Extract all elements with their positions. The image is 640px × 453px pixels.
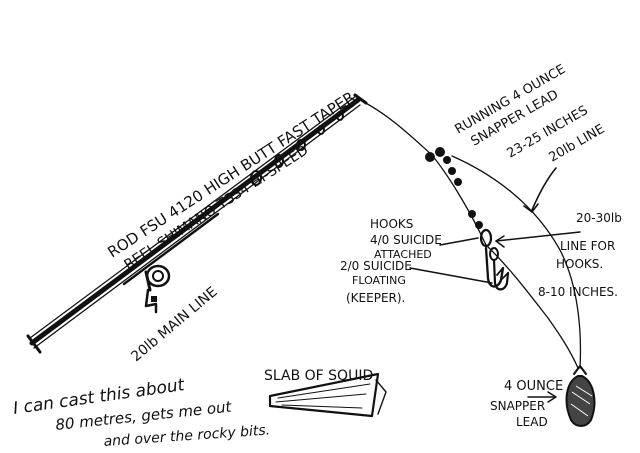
hooks-floating-arrow [409,267,493,284]
leader-line [451,155,582,369]
hooks-note-line-4: FLOATING [352,274,406,287]
hook-line-note: 20-30lb LINE FOR HOOKS. 8-10 INCHES. [538,211,622,299]
main-line-label: 20lb MAIN LINE [128,284,220,365]
swivel-beads [425,147,483,229]
reel-label: REEL SHIMANO TSS4 HI-SPEED [121,142,311,273]
hook-line-note-line-2: LINE FOR [560,239,615,253]
main-line [359,99,579,369]
sinker-arrow-head [547,391,557,403]
lead-note: RUNNING 4 OUNCE SNAPPER LEAD 23-25 INCHE… [453,62,608,165]
lead-arrow [531,167,557,211]
hook-line-note-line-4: 8-10 INCHES. [538,285,618,299]
hook-line-note-line-3: HOOKS. [556,257,603,271]
hooks-note-line-5: (KEEPER). [346,291,405,305]
hooks-note: HOOKS 4/0 SUICIDE ATTACHED 2/0 SUICIDE F… [340,217,442,305]
rod-label: ROD FSU 4120 HIGH BUTT FAST TAPER [104,88,358,261]
hooks-note-line-3: 2/0 SUICIDE [340,259,412,273]
lead-arrow-head [523,203,539,213]
hooks-note-line-2: ATTACHED [374,248,432,261]
sinker-note-line-1: 4 OUNCE [504,379,563,394]
hooks [479,228,510,291]
hooks-note-line-1: 4/0 SUICIDE [370,233,442,247]
sinker-note-line-2: SNAPPER [490,399,545,413]
fishing-rod [26,93,368,354]
hook-line-arrow-head [495,235,505,248]
sinker-note: 4 OUNCE SNAPPER LEAD [490,379,563,429]
cast-note-line-3: and over the rocky bits. [103,422,270,450]
squid-label: SLAB OF SQUID [264,368,373,384]
hooks-attached-arrow [439,237,479,246]
squid-slab [268,372,387,418]
sinker-note-line-3: LEAD [516,415,548,429]
hook-line-arrow [495,231,581,242]
reel [144,264,171,314]
sinker [565,365,596,427]
rod-guides [250,111,344,186]
cast-note: I can cast this about 80 metres, gets me… [12,375,271,450]
hooks-note-title: HOOKS [370,217,413,231]
hook-line-note-line-1: 20-30lb [576,211,622,225]
